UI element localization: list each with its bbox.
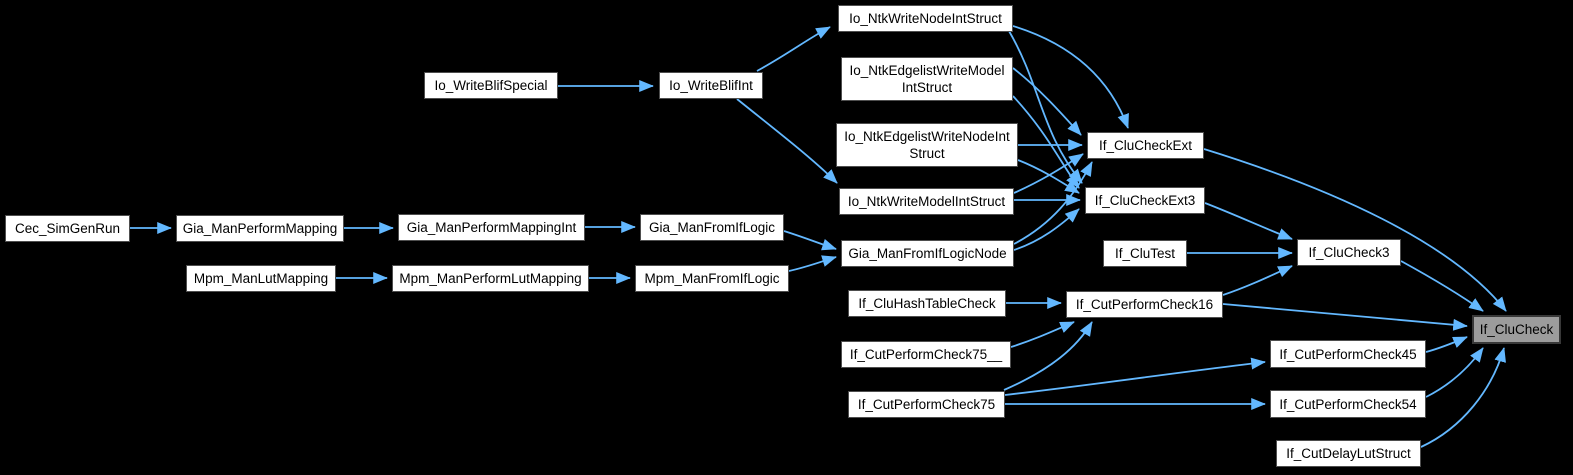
node-cec-simgenrun[interactable]: Cec_SimGenRun <box>5 215 130 242</box>
node-mpm-manfromiflogic[interactable]: Mpm_ManFromIfLogic <box>635 265 789 292</box>
node-io-writeblifint[interactable]: Io_WriteBlifInt <box>659 72 763 99</box>
node-if-clucheck-current: If_CluCheck <box>1472 315 1561 344</box>
node-mpm-manlutmapping[interactable]: Mpm_ManLutMapping <box>186 265 336 292</box>
node-if-cutperformcheck75--[interactable]: If_CutPerformCheck75__ <box>841 341 1011 368</box>
node-io-ntkwritemodelintstruct[interactable]: Io_NtkWriteModelIntStruct <box>839 188 1014 215</box>
node-gia-manperformmapping[interactable]: Gia_ManPerformMapping <box>176 215 344 242</box>
node-gia-manfromiflogicnode[interactable]: Gia_ManFromIfLogicNode <box>841 240 1014 267</box>
edge-if-cutperformcheck54-if-clucheck <box>1425 347 1484 398</box>
edge-io-ntkedgelistwritemodelintstruct-if-clucheckext <box>1012 67 1082 136</box>
node-if-cutperformcheck75[interactable]: If_CutPerformCheck75 <box>848 391 1005 418</box>
node-gia-manperformmappingint[interactable]: Gia_ManPerformMappingInt <box>398 214 585 241</box>
node-if-cutperformcheck45[interactable]: If_CutPerformCheck45 <box>1270 340 1426 368</box>
edge-if-clucheck3-if-clucheck <box>1400 260 1484 312</box>
edge-if-clucheckext-if-clucheck <box>1203 148 1507 312</box>
edge-if-cutperformcheck16-if-clucheck <box>1222 303 1468 331</box>
edge-if-cutperformcheck75--if-cutperformcheck16 <box>1010 321 1075 348</box>
edge-io-writeblifint-io-ntkwritemodelintstruct <box>736 98 838 184</box>
edge-if-cutperformcheck45-if-clucheck <box>1425 336 1468 353</box>
edge-gia-manfromiflogicnode-if-clucheckext3 <box>1013 208 1080 251</box>
edge-mpm-manfromiflogic-gia-manfromiflogicnode <box>788 255 837 272</box>
node-if-cutdelaylutstruct[interactable]: If_CutDelayLutStruct <box>1276 440 1421 467</box>
edge-gia-manfromiflogic-gia-manfromiflogicnode <box>783 230 837 251</box>
node-io-ntkedgelistwritenodeintstruct[interactable]: Io_NtkEdgelistWriteNodeInt Struct <box>836 123 1018 167</box>
node-if-cutperformcheck16[interactable]: If_CutPerformCheck16 <box>1066 291 1223 318</box>
edge-io-ntkwritemodelintstruct-if-clucheckext <box>1013 153 1084 194</box>
edge-if-cutperformcheck75-if-cutperformcheck16 <box>1003 321 1093 391</box>
node-gia-manfromiflogic[interactable]: Gia_ManFromIfLogic <box>640 214 784 241</box>
node-if-clucheckext3[interactable]: If_CluCheckExt3 <box>1085 187 1205 214</box>
node-if-cluhashtablecheck[interactable]: If_CluHashTableCheck <box>848 290 1006 317</box>
edge-io-ntkwritenodeintstruct-if-clucheckext <box>1012 25 1129 129</box>
node-if-cutperformcheck54[interactable]: If_CutPerformCheck54 <box>1270 390 1426 418</box>
edge-if-cutdelaylutstruct-if-clucheck <box>1420 347 1506 448</box>
node-io-writeblifspecial[interactable]: Io_WriteBlifSpecial <box>424 72 558 99</box>
node-io-ntkedgelistwritemodelintstruct[interactable]: Io_NtkEdgelistWriteModel IntStruct <box>841 57 1013 101</box>
node-if-clucheck3[interactable]: If_CluCheck3 <box>1297 239 1401 266</box>
edge-gia-manfromiflogicnode-if-clucheckext <box>1013 161 1093 245</box>
node-if-clutest[interactable]: If_CluTest <box>1103 240 1187 267</box>
edge-io-ntkedgelistwritemodelintstruct-if-clucheckext3 <box>1012 95 1080 189</box>
edge-if-cutperformcheck16-if-clucheck3 <box>1222 265 1293 296</box>
edge-io-writeblifint-io-ntkwritenodeintstruct <box>756 26 831 72</box>
edge-if-cutperformcheck75-if-cutperformcheck45 <box>1004 357 1266 396</box>
node-if-clucheckext[interactable]: If_CluCheckExt <box>1087 132 1204 159</box>
node-mpm-manperformlutmapping[interactable]: Mpm_ManPerformLutMapping <box>392 265 589 292</box>
edge-if-clucheckext3-if-clucheck3 <box>1204 202 1293 240</box>
node-io-ntkwritenodeintstruct[interactable]: Io_NtkWriteNodeIntStruct <box>838 5 1013 32</box>
